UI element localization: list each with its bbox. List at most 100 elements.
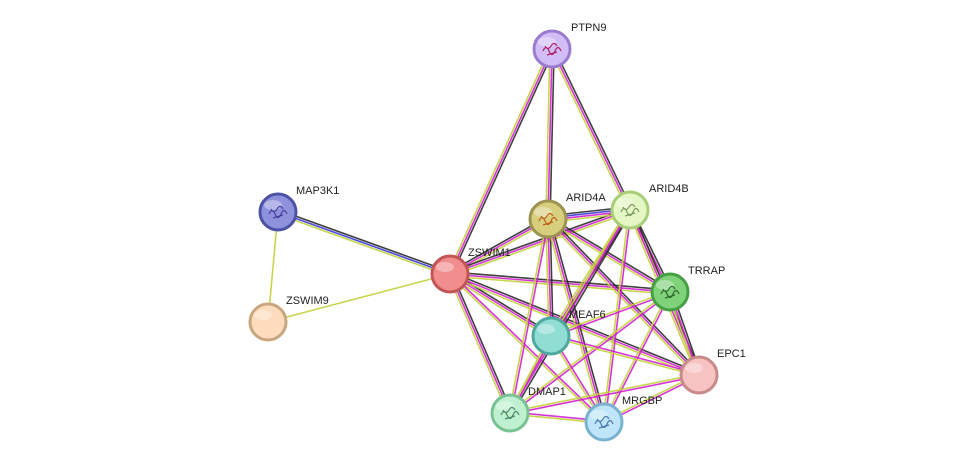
edge-line-yellow [447,47,551,274]
edge-line-black [548,216,702,375]
node-label: ARID4A [566,192,606,204]
node-epc1[interactable]: EPC1 [679,348,746,395]
node-arid4b[interactable]: ARID4B [610,183,689,230]
edge-ptpn9-arid4a[interactable] [545,48,555,220]
edge-line-yellow [508,218,548,413]
protein-structure-icon [660,285,680,299]
edge-ptpn9-zswim1[interactable] [447,47,555,276]
node-circle[interactable] [610,190,650,230]
edge-line-yellow [449,275,670,295]
node-dmap1[interactable]: DMAP1 [490,386,566,433]
edge-line-yellow [267,273,451,323]
node-circle[interactable] [679,355,719,395]
node-label: ARID4B [649,183,689,195]
edge-line-black [450,271,671,291]
node-label: ZSWIM1 [468,247,511,259]
node-circle[interactable] [528,199,568,239]
edge-line-magenta [510,375,700,415]
node-circle[interactable] [531,316,571,356]
edge-line-magenta [547,48,553,220]
edge-line-yellow [550,336,699,377]
node-circle[interactable] [430,254,470,294]
edge-line-yellow [545,219,550,337]
node-label: MAP3K1 [296,185,339,197]
node-zswim1[interactable]: ZSWIM1 [430,247,511,294]
protein-structure-icon [594,415,614,429]
node-circle[interactable] [584,402,624,442]
edge-zswim9-zswim1[interactable] [267,273,451,323]
node-meaf6[interactable]: MEAF6 [531,309,606,356]
edge-line-black [278,209,451,273]
edge-line-yellow [450,211,631,277]
edge-line-yellow [509,373,699,413]
node-circle[interactable] [650,272,690,312]
edge-zswim1-meaf6[interactable] [448,271,553,339]
protein-structure-icon [538,212,558,226]
edge-trrap-dmap1[interactable] [508,290,672,415]
edge-line-magenta [449,48,553,275]
edge-line-magenta [551,334,700,375]
edge-line-yellow [602,209,630,422]
node-highlight [534,207,552,217]
edge-line-yellow [549,49,629,212]
edge-map3k1-zswim1[interactable] [277,209,451,277]
edge-line-magenta [510,292,672,415]
edge-line-yellow [447,274,509,415]
edge-line-yellow [550,290,670,336]
edge-line-blue [277,211,451,275]
edge-zswim1-dmap1[interactable] [447,272,513,415]
edge-line-yellow [448,275,551,339]
edge-line-magenta [551,48,631,211]
edge-line-yellow [546,220,670,295]
node-mrgbp[interactable]: MRGBP [584,395,662,442]
edge-line-magenta [547,218,552,337]
node-highlight [656,280,674,290]
edge-line-black [553,47,633,210]
node-circle[interactable] [532,29,572,69]
node-map3k1[interactable]: MAP3K1 [258,185,339,232]
edge-arid4b-mrgbp[interactable] [602,209,632,423]
edge-line-magenta [547,218,700,376]
edge-meaf6-epc1[interactable] [550,334,700,377]
edge-line-black [450,271,701,374]
edge-arid4a-epc1[interactable] [545,216,702,378]
node-label: ZSWIM9 [286,295,329,307]
node-zswim9[interactable]: ZSWIM9 [248,295,329,342]
protein-structure-icon [620,203,640,217]
protein-structure-icon [500,406,520,420]
edge-line-black [549,49,555,220]
edge-epc1-dmap1[interactable] [509,373,700,415]
edge-line-magenta [604,210,632,423]
node-highlight [685,363,703,373]
node-label: DMAP1 [528,386,566,398]
edge-arid4a-mrgbp[interactable] [545,218,607,423]
edge-trrap-meaf6[interactable] [550,290,671,338]
edge-line-magenta [547,218,671,293]
edge-line-black [449,207,630,273]
node-circle[interactable] [258,192,298,232]
edge-arid4a-dmap1[interactable] [508,218,550,414]
edge-arid4a-trrap[interactable] [546,216,672,295]
edge-line-yellow [545,219,603,423]
edge-zswim1-arid4b[interactable] [449,207,631,277]
edge-line-yellow [545,219,699,378]
node-circle[interactable] [490,393,530,433]
edge-line-magenta [450,272,606,422]
edge-line-black [451,49,555,276]
edge-line-magenta [449,273,552,337]
edge-line-yellow [277,213,450,277]
edge-line-magenta [551,292,671,338]
node-label: MRGBP [622,395,662,407]
node-label: MEAF6 [569,309,606,321]
node-trrap[interactable]: TRRAP [650,265,725,312]
node-circle[interactable] [248,302,288,342]
edge-zswim1-trrap[interactable] [449,271,671,295]
node-arid4a[interactable]: ARID4A [528,192,606,239]
edge-line-magenta [449,273,671,293]
edge-ptpn9-arid4b[interactable] [549,47,633,212]
node-ptpn9[interactable]: PTPN9 [532,22,606,69]
edge-line-yellow [545,48,551,219]
node-highlight [436,262,454,272]
